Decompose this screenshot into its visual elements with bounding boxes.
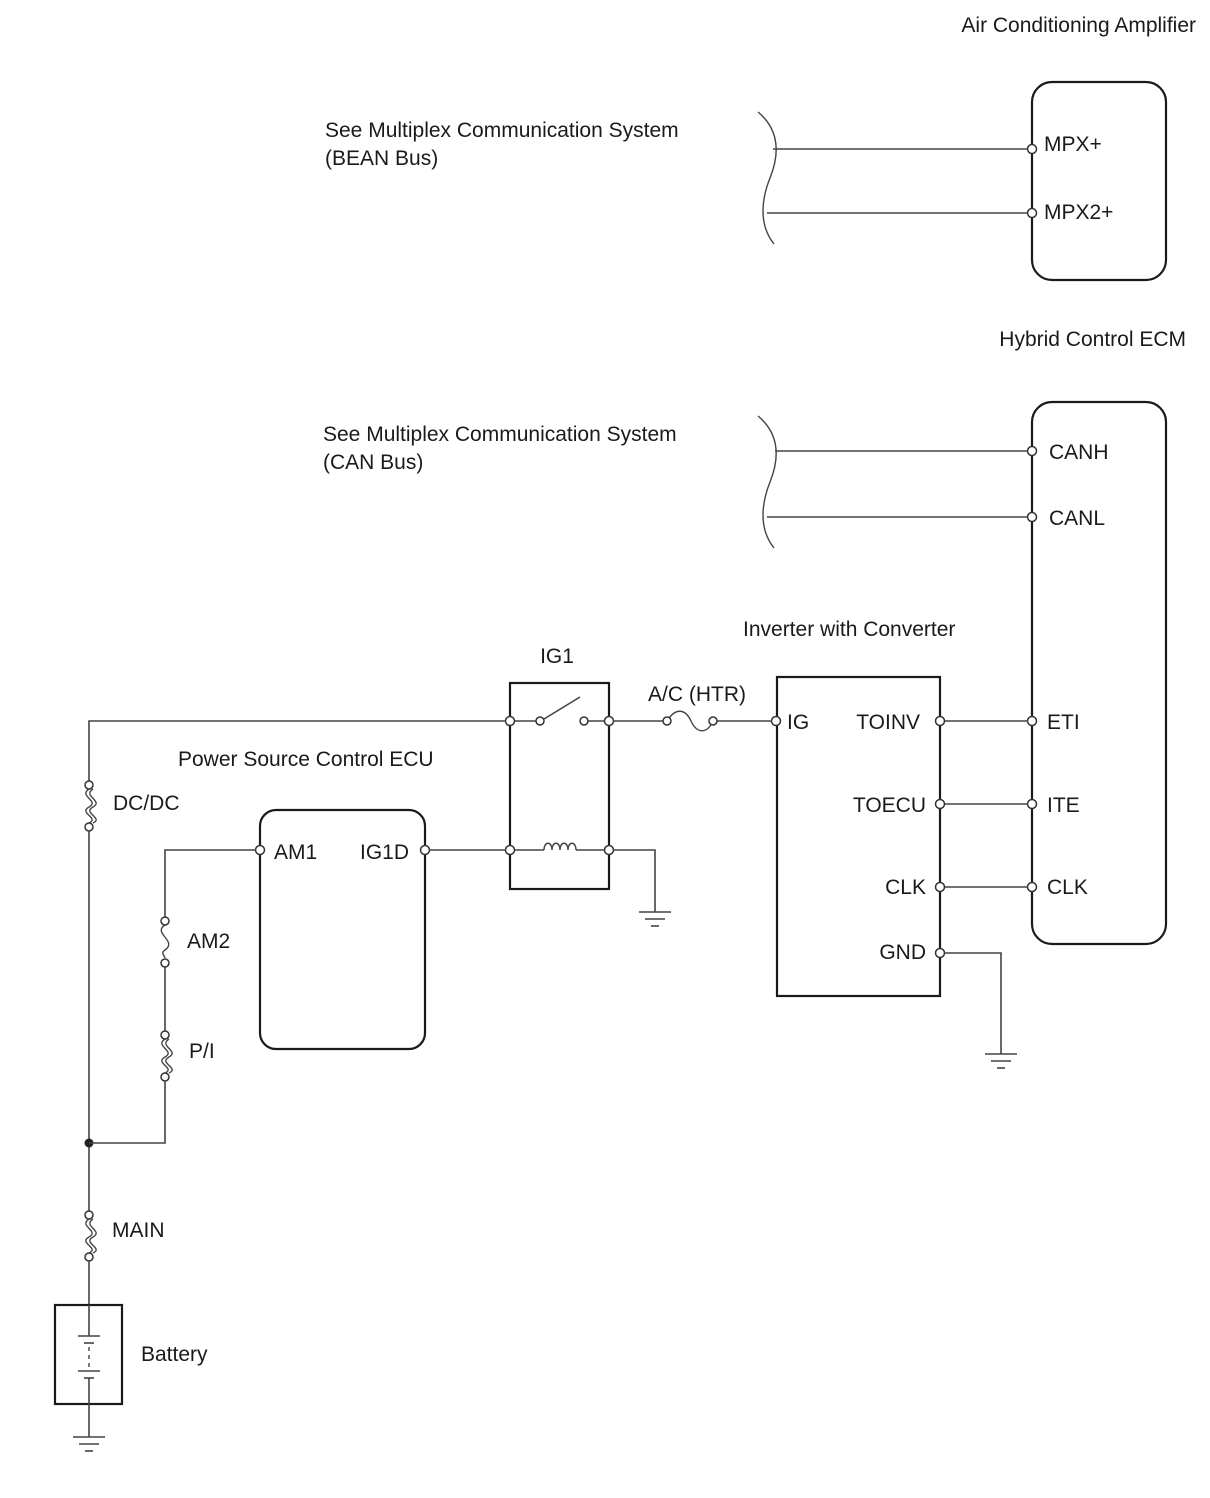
toecu-terminal	[934, 798, 946, 810]
ac-htr-fuse-terminal-in	[662, 716, 672, 726]
mpx-plus-label: MPX+	[1044, 133, 1102, 156]
power-ecu-box	[258, 808, 427, 1051]
am2-fuse-icon	[160, 916, 170, 968]
am1-label: AM1	[274, 841, 317, 864]
relay-switch-contact-icon	[543, 696, 581, 720]
ig1-relay-label: IG1	[540, 645, 574, 668]
ac-htr-fuse-label: A/C (HTR)	[648, 683, 746, 706]
canl-label: CANL	[1049, 507, 1105, 530]
bean-reference-line1: See Multiplex Communication System	[325, 119, 679, 142]
toecu-label: TOECU	[853, 794, 926, 817]
am2-fuse-label: AM2	[187, 930, 230, 953]
bean-bus-break-symbol	[757, 111, 777, 245]
clk-inv-terminal	[934, 881, 946, 893]
pi-fuse-label: P/I	[189, 1040, 215, 1063]
pi-to-junction-wire	[89, 1081, 166, 1144]
ig1d-terminal	[419, 844, 431, 856]
relay-switch-terminal-in	[504, 715, 516, 727]
canh-label: CANH	[1049, 441, 1109, 464]
gnd-label: GND	[879, 941, 926, 964]
am1-terminal	[254, 844, 266, 856]
relay-coil-ground-wire	[613, 849, 656, 912]
ac-amplifier-label: Air Conditioning Amplifier	[961, 14, 1196, 37]
dcdc-fuse-label: DC/DC	[113, 792, 180, 815]
relay-switch-terminal-out	[603, 715, 615, 727]
gnd-terminal	[934, 947, 946, 959]
gnd-wire	[944, 952, 1002, 1054]
ac-htr-fuse-icon	[666, 710, 714, 732]
can-bus-break-symbol	[757, 415, 777, 549]
relay-switch-pivot	[535, 716, 545, 726]
am1-branch-wire	[164, 849, 256, 917]
ite-label: ITE	[1047, 794, 1080, 817]
ac-htr-fuse-terminal-out	[708, 716, 718, 726]
ac-amplifier-box	[1030, 80, 1168, 282]
mpx2-plus-terminal	[1026, 207, 1038, 219]
dcdc-to-relay-wire	[88, 720, 506, 781]
inverter-box	[775, 675, 942, 998]
eti-terminal	[1026, 715, 1038, 727]
main-fuse-label: MAIN	[112, 1219, 165, 1242]
canl-terminal	[1026, 511, 1038, 523]
mpx-plus-terminal	[1026, 143, 1038, 155]
pi-fusible-link-icon	[160, 1030, 173, 1082]
relay-coil-terminal-out	[603, 844, 615, 856]
ig1d-label: IG1D	[360, 841, 409, 864]
relay-coil-terminal-in	[504, 844, 516, 856]
power-ecu-label: Power Source Control ECU	[178, 748, 434, 771]
ig-terminal	[770, 715, 782, 727]
ig1-relay-box	[508, 681, 611, 891]
battery-icon	[78, 1305, 100, 1404]
hybrid-ecm-label: Hybrid Control ECM	[999, 328, 1186, 351]
can-reference-line2: (CAN Bus)	[323, 451, 423, 474]
canh-terminal	[1026, 445, 1038, 457]
relay-ground-icon	[639, 911, 671, 927]
inverter-ground-icon	[985, 1053, 1017, 1069]
toinv-label: TOINV	[856, 711, 920, 734]
relay-switch-contact	[579, 716, 589, 726]
can-reference-line1: See Multiplex Communication System	[323, 423, 677, 446]
mpx2-plus-label: MPX2+	[1044, 201, 1113, 224]
inverter-label: Inverter with Converter	[743, 618, 955, 641]
battery-ground-icon	[73, 1436, 105, 1452]
main-fusible-link-icon	[84, 1210, 97, 1262]
clk-ecm-label: CLK	[1047, 876, 1088, 899]
eti-label: ETI	[1047, 711, 1080, 734]
toinv-terminal	[934, 715, 946, 727]
dcdc-fusible-link-icon	[84, 780, 97, 832]
battery-label: Battery	[141, 1343, 208, 1366]
ig-label: IG	[787, 711, 809, 734]
bean-reference-line2: (BEAN Bus)	[325, 147, 438, 170]
clk-inv-label: CLK	[885, 876, 926, 899]
relay-coil-icon	[543, 842, 577, 851]
ite-terminal	[1026, 798, 1038, 810]
clk-ecm-terminal	[1026, 881, 1038, 893]
hybrid-ecm-box	[1030, 400, 1168, 946]
